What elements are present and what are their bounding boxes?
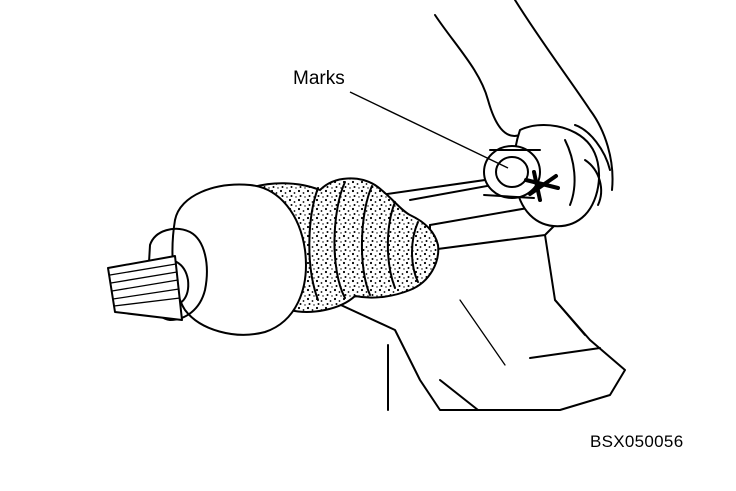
vise-base xyxy=(329,219,626,411)
splined-shaft xyxy=(107,255,183,321)
marks-leader-line xyxy=(349,91,509,169)
marks-label: Marks xyxy=(293,68,345,89)
alignment-marks xyxy=(524,170,560,202)
figure-code: BSX050056 xyxy=(590,432,684,451)
joint-ring xyxy=(483,145,541,199)
